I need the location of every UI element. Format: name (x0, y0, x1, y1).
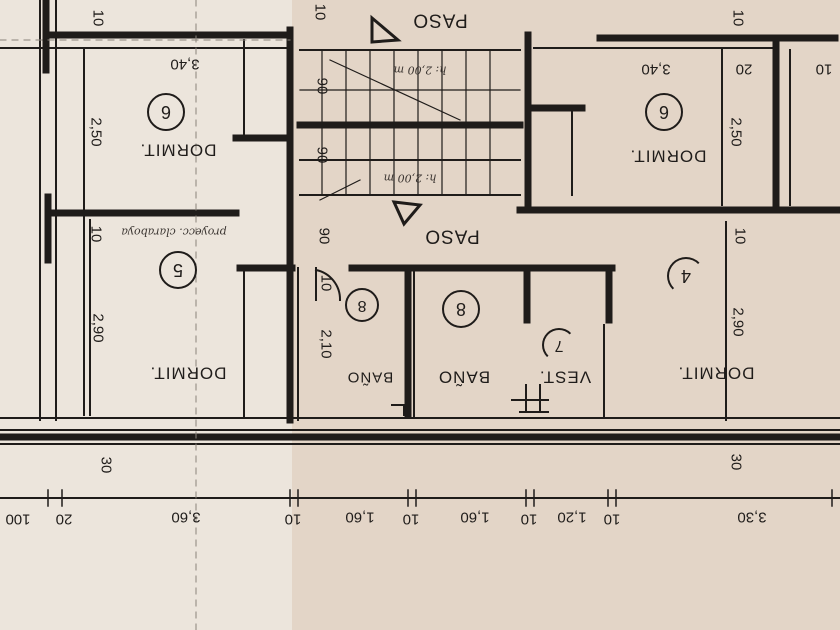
dimension-2-50-right: 2,50 (727, 117, 745, 147)
dimension-3-30-bottom: 3,30 (737, 508, 767, 526)
dimension-100-bottom: 100 (5, 510, 31, 528)
dimension-2-50-left: 2,50 (87, 117, 105, 147)
dimension-10-landing: 10 (317, 274, 335, 292)
dimension-90-stair-bottom: 90 (313, 146, 331, 164)
room-label-dormit-6-right: DORMIT. (629, 146, 707, 166)
dimension-30-right: 30 (727, 453, 745, 471)
room-label-bano-small: BAÑO (346, 368, 394, 386)
dimension-20-bottom: 20 (55, 510, 73, 528)
dimension-3-60-bottom: 3,60 (171, 508, 201, 526)
corridor-label-paso-bottom: PASO (424, 225, 480, 247)
level-arrows (370, 14, 423, 227)
room-label-vest: VEST. (538, 367, 592, 387)
dimension-2-10: 2,10 (317, 329, 335, 359)
room-label-dormit-4: DORMIT. (677, 363, 755, 383)
room-number-6-left: 6 (147, 93, 185, 131)
room-label-dormit-5: DORMIT. (149, 363, 227, 383)
dimension-ticks (47, 489, 833, 507)
room-number-8: 8 (442, 290, 480, 328)
dimension-10-far-right: 10 (815, 60, 833, 78)
dimension-10-mid-right: 10 (731, 227, 749, 245)
dimension-30-left: 30 (97, 456, 115, 474)
dimension-2-90-right: 2,90 (729, 307, 747, 337)
dimension-10-bottom-a: 10 (284, 510, 302, 528)
room-number-5: 5 (159, 251, 197, 289)
thin-lines (0, 0, 840, 499)
handwritten-stair-note-bottom: h: 2,00 m (383, 171, 437, 185)
dimension-10-bottom-c: 10 (520, 510, 538, 528)
dimension-90-landing: 90 (315, 227, 333, 245)
room-number-4: 4 (667, 257, 705, 295)
dimension-1-20-bottom: 1,20 (557, 508, 587, 526)
room-label-dormit-6-left: DORMIT. (139, 140, 217, 160)
handwritten-skylight-note: proyecc. claraboya (121, 225, 227, 239)
dimension-2-90-left: 2,90 (89, 313, 107, 343)
dimension-3-40-right: 3,40 (641, 60, 671, 78)
dimension-20-right: 20 (735, 60, 753, 78)
room-number-8-small: 8 (345, 288, 379, 322)
dimension-10-mid-left: 10 (87, 225, 105, 243)
dimension-10-top-left: 10 (89, 9, 107, 27)
corridor-label-paso-top: PASO (412, 9, 468, 31)
dimension-1-60-bottom-b: 1,60 (460, 508, 490, 526)
dashed-reference-lines (0, 0, 291, 630)
door-swings (314, 267, 549, 416)
dimension-10-stair-top: 10 (311, 3, 329, 21)
room-number-7: 7 (542, 328, 576, 362)
dimension-90-stair-top: 90 (313, 77, 331, 95)
dimension-10-top-right: 10 (729, 9, 747, 27)
dimension-10-bottom-b: 10 (402, 510, 420, 528)
room-number-6-right: 6 (645, 93, 683, 131)
dimension-10-bottom-d: 10 (603, 510, 621, 528)
dimension-1-60-bottom-a: 1,60 (345, 508, 375, 526)
handwritten-stair-note-top: h: 2,00 m (393, 63, 447, 77)
stair-treads (299, 49, 521, 201)
walls (0, 0, 840, 441)
room-label-bano: BAÑO (437, 367, 491, 387)
dimension-3-40-left: 3,40 (170, 55, 200, 73)
